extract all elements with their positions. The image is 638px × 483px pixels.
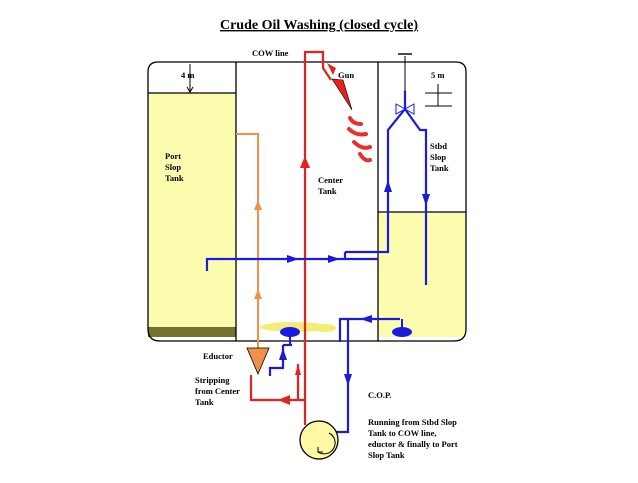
cow-line [249, 50, 332, 425]
cow-flow-arrow-icon [278, 395, 290, 405]
running-note: Running from Stbd Slop Tank to COW line,… [368, 417, 460, 460]
cop-label: C.O.P. [368, 390, 392, 400]
stripping-flow-arrow-icon [254, 289, 262, 299]
tank-outline [147, 61, 467, 342]
cow-line-label: COW line [252, 48, 289, 58]
eductor-icon [246, 347, 270, 376]
stbd-depth-label: 5 m [431, 70, 444, 80]
port-tank-oil [148, 93, 236, 337]
recirc-flow-arrow-icon [384, 180, 392, 192]
cow-flow-arrow-icon [300, 156, 310, 168]
recirc-flow-arrow-icon [344, 374, 352, 386]
center-tank-label: Center Tank [318, 175, 345, 196]
recirc-flow-arrow-icon [279, 348, 287, 360]
recirc-flow-arrow-icon [422, 194, 430, 206]
stbd-depth-marker [425, 84, 452, 107]
port-depth-marker [186, 64, 194, 93]
port-tank-label: Port Slop Tank [165, 151, 184, 183]
eductor-label: Eductor [203, 351, 233, 361]
wash-jet [347, 116, 372, 163]
gun-nozzle-icon [331, 78, 353, 111]
stbd-tank-oil [378, 212, 466, 337]
stripping-flow-arrow-icon [254, 200, 262, 210]
port-tank-sludge [148, 327, 236, 337]
recirc-flow-arrow-icon [360, 315, 372, 323]
stripping-label: Stripping from Center Tank [195, 375, 242, 407]
stripping-line [236, 133, 259, 348]
diagram-title: Crude Oil Washing (closed cycle) [220, 18, 418, 33]
cow-flow-arrow-icon [295, 364, 301, 375]
pump-icon [299, 420, 339, 460]
valve-icon [395, 53, 415, 115]
gun-label: Gun [338, 70, 354, 80]
recirc-flow-arrow-icon [287, 255, 299, 263]
cow-flow-arrow-icon [327, 63, 336, 75]
stbd-tank-suction [392, 327, 412, 337]
stbd-tank-label: Stbd Slop Tank [430, 141, 449, 173]
center-tank-sediment [260, 322, 336, 332]
port-depth-label: 4 m [181, 70, 194, 80]
recirc-flow-arrow-icon [328, 255, 340, 263]
